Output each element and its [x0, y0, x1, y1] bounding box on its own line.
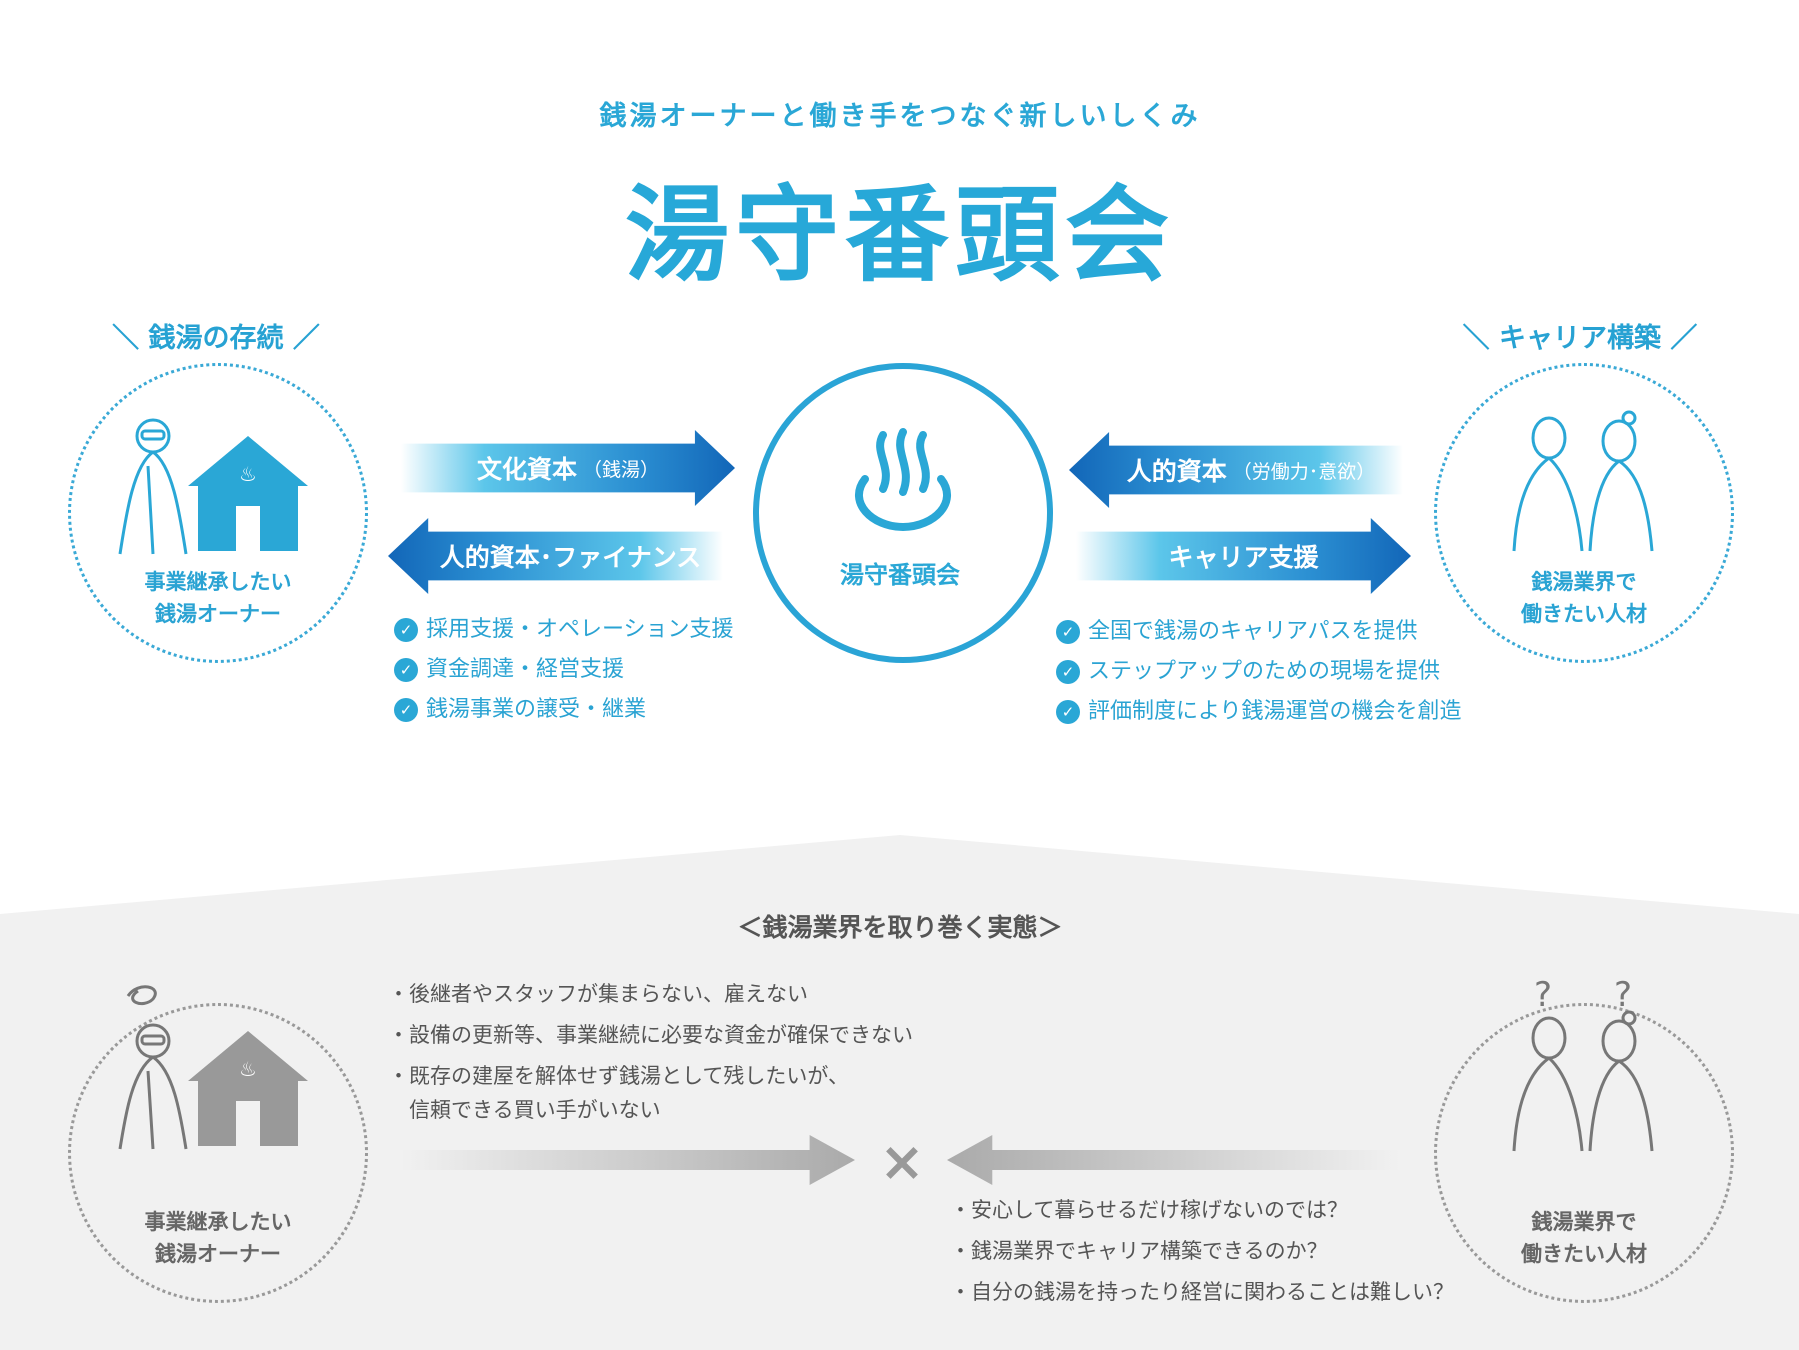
- worker-benefits-list: ✓ 全国で銭湯のキャリアパスを提供 ✓ ステップアップのための現場を提供 ✓ 評価制度…: [1056, 612, 1462, 732]
- check-icon: ✓: [1056, 620, 1080, 644]
- check-icon: ✓: [394, 658, 418, 682]
- hot-spring-icon: [855, 428, 951, 532]
- svg-text:?: ?: [1534, 976, 1552, 1015]
- arrow-sublabel: （銭湯）: [583, 458, 660, 481]
- issue-item: ・銭湯業界でキャリア構築できるのか？: [950, 1239, 1328, 1263]
- svg-text:?: ?: [1614, 976, 1632, 1015]
- issue-item: ・既存の建屋を解体せず銭湯として残したいが、: [388, 1064, 849, 1088]
- arrow-sublabel: （労働力･意欲）: [1232, 460, 1376, 483]
- issue-item: ・自分の銭湯を持ったり経営に関わることは難しい？: [950, 1280, 1454, 1304]
- check-icon: ✓: [394, 698, 418, 722]
- arrow-label: 人的資本: [1126, 457, 1227, 486]
- center-circle: [753, 363, 1053, 663]
- workers-icon: [1512, 410, 1654, 552]
- owner-benefits-list: ✓ 採用支援・オペレーション支援 ✓ 資金調達・経営支援 ✓ 銭湯事業の譲受・継業: [394, 610, 734, 730]
- left-section-label: ＼ 銭湯の存続 ／: [112, 323, 320, 354]
- check-icon: ✓: [1056, 700, 1080, 724]
- worker-circle: 銭湯業界で働きたい人材: [1434, 363, 1734, 663]
- owner-caption-2: 銭湯オーナー: [155, 1242, 281, 1266]
- check-icon: ✓: [394, 618, 418, 642]
- check-item: ✓ 資金調達・経営支援: [394, 650, 734, 690]
- issue-item: ・後継者やスタッフが集まらない、雇えない: [388, 982, 808, 1006]
- center-label: 湯守番頭会: [840, 561, 960, 589]
- check-item: ✓ 評価制度により銭湯運営の機会を創造: [1056, 692, 1462, 732]
- arrow-label: 人的資本･ファイナンス: [439, 543, 702, 572]
- svg-text:♨: ♨: [239, 462, 257, 486]
- human-finance-arrow: 人的資本･ファイナンス: [388, 518, 723, 594]
- arrow-label: 文化資本: [476, 455, 577, 484]
- subtitle: 銭湯オーナーと働き手をつなぐ新しいしくみ: [599, 101, 1201, 132]
- owner-caption-1: 事業継承したい: [144, 570, 292, 594]
- culture-capital-arrow: 文化資本 （銭湯）: [401, 430, 735, 506]
- page-title: 湯守番頭会: [624, 174, 1176, 296]
- owner-with-house-icon: ♨: [118, 418, 308, 555]
- check-item: ✓ 銭湯事業の譲受・継業: [394, 690, 734, 730]
- right-section-label: ＼ キャリア構築 ／: [1462, 323, 1698, 354]
- check-item: ✓ ステップアップのための現場を提供: [1056, 652, 1462, 692]
- check-text: 資金調達・経営支援: [426, 657, 625, 682]
- worried-worker-circle: ?? 銭湯業界で働きたい人材: [1434, 976, 1734, 1303]
- check-icon: ✓: [1056, 660, 1080, 684]
- issue-item: ・安心して暮らせるだけ稼げないのでは？: [950, 1198, 1348, 1222]
- check-text: 採用支援・オペレーション支援: [426, 617, 734, 642]
- svg-text:♨: ♨: [239, 1057, 257, 1081]
- owner-circle: ♨ 事業継承したい銭湯オーナー: [68, 363, 368, 663]
- human-capital-arrow: 人的資本（労働力･意欲）: [1069, 432, 1403, 508]
- worker-issues-list: ・安心して暮らせるだけ稼げないのでは？ ・銭湯業界でキャリア構築できるのか？ ・…: [950, 1190, 1454, 1313]
- worried-workers-icon: ??: [1512, 976, 1654, 1152]
- check-text: 評価制度により銭湯運営の機会を創造: [1088, 699, 1462, 724]
- check-item: ✓ 全国で銭湯のキャリアパスを提供: [1056, 612, 1462, 652]
- career-support-arrow: キャリア支援: [1076, 518, 1411, 594]
- worried-owner-icon: ♨: [118, 985, 308, 1150]
- mismatch-cross-icon: ×: [879, 1130, 925, 1193]
- worker-caption-1: 銭湯業界で: [1531, 1210, 1637, 1234]
- worker-caption-1: 銭湯業界で: [1531, 570, 1637, 594]
- owner-issues-list: ・後継者やスタッフが集まらない、雇えない ・設備の更新等、事業継続に必要な資金が…: [388, 974, 913, 1127]
- owner-caption-1: 事業継承したい: [144, 1210, 292, 1234]
- worker-caption-2: 働きたい人材: [1521, 1242, 1647, 1266]
- arrow-label: キャリア支援: [1168, 543, 1319, 572]
- worker-caption-2: 働きたい人材: [1521, 602, 1647, 626]
- worried-owner-circle: ♨ 事業継承したい銭湯オーナー: [68, 985, 368, 1303]
- issue-item: 信頼できる買い手がいない: [388, 1098, 661, 1122]
- current-situation-heading: ＜銭湯業界を取り巻く実態＞: [737, 913, 1063, 942]
- check-item: ✓ 採用支援・オペレーション支援: [394, 610, 734, 650]
- issue-item: ・設備の更新等、事業継続に必要な資金が確保できない: [388, 1023, 913, 1047]
- owner-caption-2: 銭湯オーナー: [155, 602, 281, 626]
- check-text: 全国で銭湯のキャリアパスを提供: [1088, 619, 1418, 644]
- check-text: 銭湯事業の譲受・継業: [426, 697, 647, 722]
- check-text: ステップアップのための現場を提供: [1088, 659, 1441, 684]
